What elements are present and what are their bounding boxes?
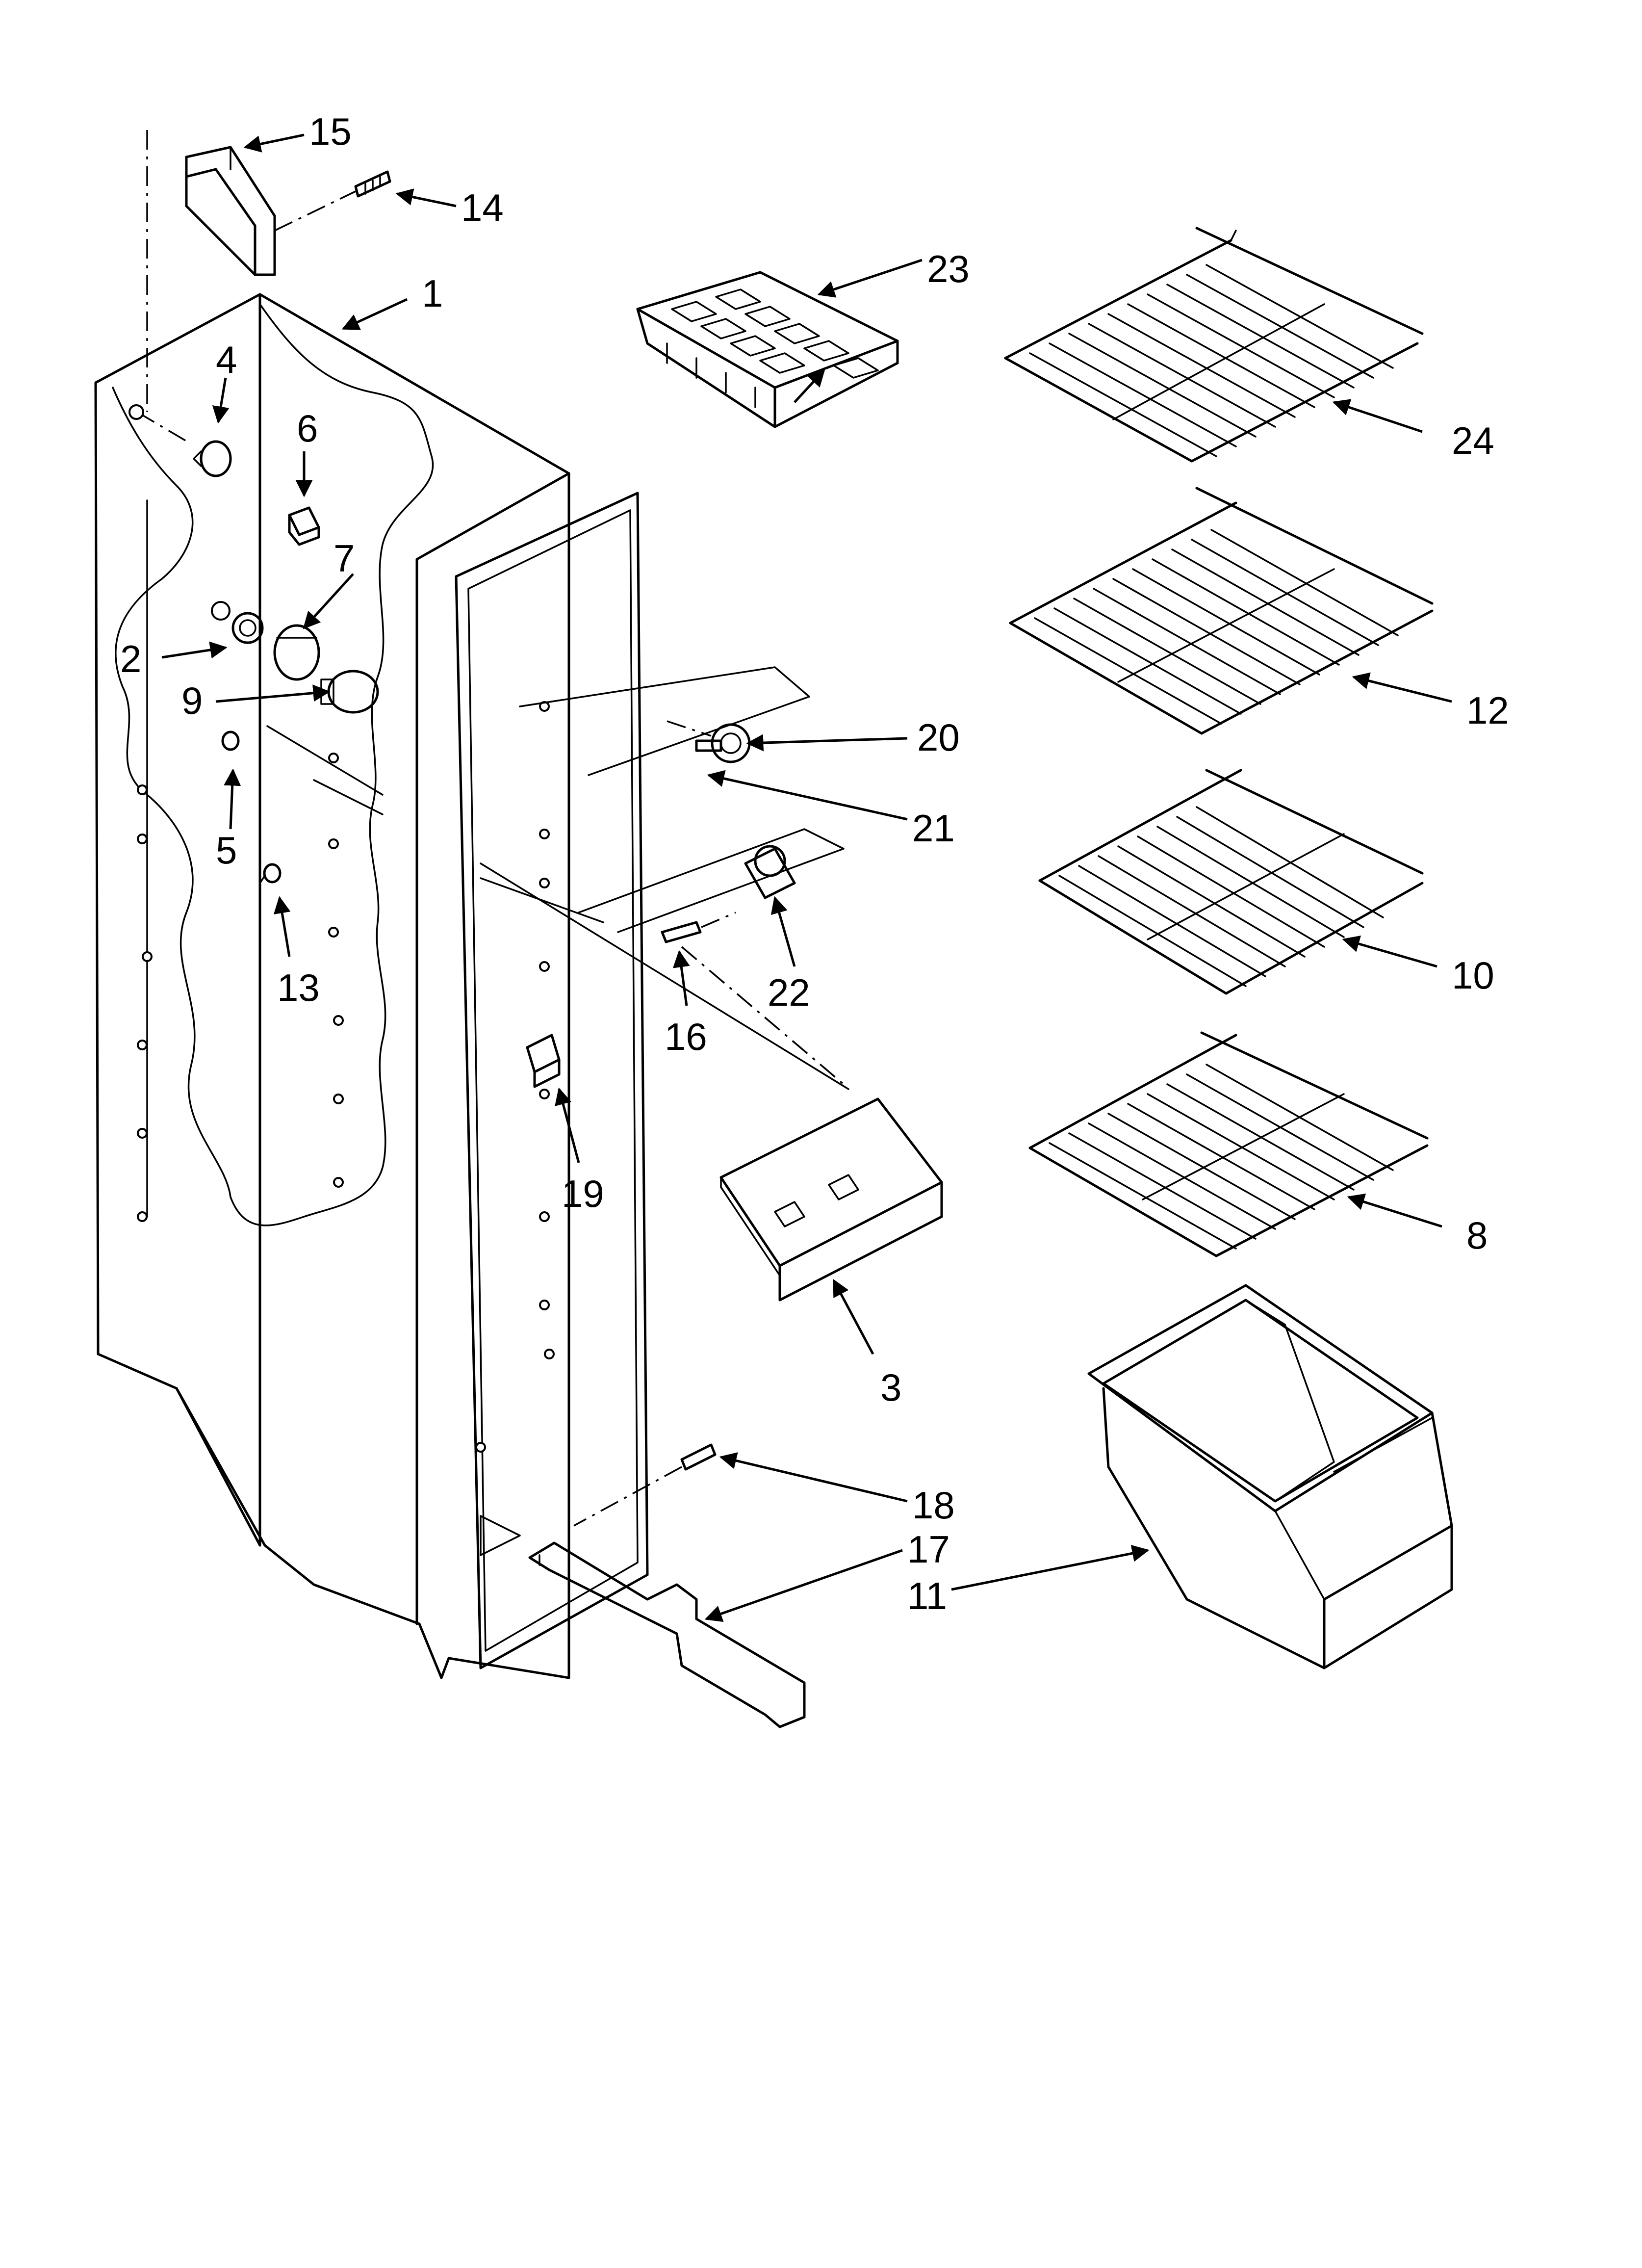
freezer-liner [94, 293, 849, 1679]
callout-8: 8 [1466, 1214, 1488, 1257]
screw-14 [354, 170, 391, 198]
socket-2 [231, 612, 264, 644]
shelf-8 [1028, 1031, 1429, 1257]
callout-22: 22 [768, 971, 810, 1014]
callout-21: 21 [912, 807, 955, 850]
screw-16 [661, 921, 702, 943]
callout-7: 7 [334, 537, 355, 580]
callout-23: 23 [927, 247, 970, 290]
storage-pan-11 [1087, 1284, 1453, 1669]
callout-4: 4 [216, 338, 237, 381]
callout-14: 14 [461, 186, 504, 229]
pivot-block-22 [744, 845, 796, 899]
switch-19 [526, 1034, 561, 1088]
callout-15: 15 [309, 110, 352, 153]
callout-1: 1 [422, 272, 443, 315]
shelf-support-3 [719, 1097, 943, 1302]
housing-7 [273, 624, 320, 681]
top-hinge-bracket [185, 146, 276, 276]
callout-18: 18 [912, 1484, 955, 1527]
button-4 [193, 440, 232, 477]
screw-18 [680, 1443, 717, 1471]
callout-5: 5 [216, 829, 237, 872]
shelf-10 [1038, 769, 1424, 995]
bottom-hinge-bracket-17 [528, 1541, 806, 1728]
shelf-12 [1009, 487, 1434, 735]
callout-16: 16 [665, 1015, 707, 1058]
callout-labels: 15 14 1 4 6 7 2 9 5 13 23 24 12 20 21 22… [120, 110, 1509, 1617]
shelf-24 [1004, 227, 1424, 463]
plug-13 [259, 863, 282, 884]
callout-3: 3 [880, 1366, 901, 1409]
callout-13: 13 [277, 966, 320, 1009]
callout-17: 17 [907, 1528, 950, 1571]
callout-11: 11 [907, 1574, 947, 1617]
callout-9: 9 [181, 679, 203, 722]
plug-5 [221, 730, 240, 751]
clip-6 [288, 506, 320, 546]
leader-lines [161, 133, 1452, 1622]
ice-tray-23 [636, 271, 899, 428]
callout-19: 19 [562, 1172, 604, 1215]
callout-6: 6 [297, 407, 318, 450]
callout-24: 24 [1452, 419, 1494, 462]
callout-20: 20 [917, 716, 960, 759]
callout-2: 2 [120, 637, 141, 680]
bulb-9 [320, 670, 379, 714]
roller-20 [695, 723, 751, 763]
callout-12: 12 [1466, 689, 1509, 732]
callout-10: 10 [1452, 954, 1494, 997]
